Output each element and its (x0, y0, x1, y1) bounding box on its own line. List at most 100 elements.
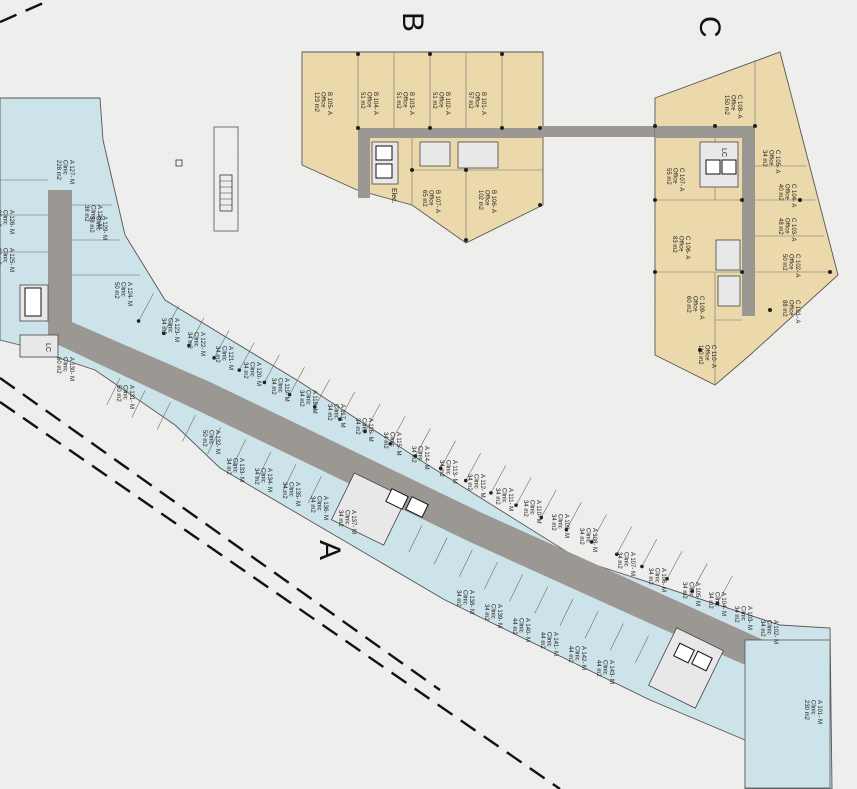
unit-label-line: A 134- M (266, 468, 272, 492)
unit-label: A 135- MClinic34 m2 (281, 482, 300, 506)
unit-label-line: A 135- M (294, 482, 300, 506)
unit-label-line: 34 m2 (761, 150, 767, 167)
unit-label: A 114- MClinic34 m2 (410, 446, 429, 470)
unit-label-line: 102 m2 (477, 190, 483, 211)
unit-label-line: 34 m2 (681, 582, 687, 599)
unit-divider (641, 538, 658, 567)
unit-label-line: Office (678, 236, 684, 252)
unit-label: C 107- AOffice55 m2 (665, 168, 684, 191)
unit-label: A 101- MClinic230 m2 (803, 700, 822, 724)
a-corridor (48, 190, 790, 680)
unit-label-line: A 109- M (563, 514, 569, 538)
unit-divider (163, 305, 179, 334)
unit-label: A 136- MClinic34 m2 (309, 496, 328, 520)
unit-label-line: Clinic (766, 620, 772, 635)
unit-label-line: Clinic (90, 205, 96, 220)
unit-label-line: B 107- A (434, 190, 440, 213)
unit-divider (232, 439, 247, 467)
unit-label-line: 150 m2 (723, 95, 729, 116)
unit-label: A 139- MClinic34 m2 (483, 604, 502, 628)
unit-label-line: Clinic (518, 618, 524, 633)
unit-label-line: Clinic (62, 357, 68, 372)
unit-label-line: 123 m2 (313, 92, 319, 113)
unit-label-line: 34 m2 (253, 468, 259, 485)
unit-label: A 113- MClinic34 m2 (438, 460, 457, 484)
unit-divider (239, 342, 255, 371)
unit-label-line: Office (320, 92, 326, 108)
unit-label: A 115- MClinic34 m2 (382, 432, 401, 456)
unit-label-line: Clinic (714, 592, 720, 607)
unit-divider (509, 574, 523, 602)
unit-divider (138, 293, 154, 322)
unit-label: A 120- MClinic34 m2 (242, 362, 261, 386)
unit-labels: A 127- MClinic228 m2A 126- MClinic38 m2A… (0, 92, 822, 724)
block-label-c: C (693, 16, 726, 38)
unit-label-line: 38 m2 (0, 248, 1, 265)
unit-label: C 108- AOffice150 m2 (723, 95, 742, 118)
unit-label-line: A 120- M (255, 362, 261, 386)
unit-label-line: Clinic (389, 432, 395, 447)
unit-label-line: Clinic (95, 216, 101, 231)
unit-label-line: Office (672, 168, 678, 184)
unit-label: B 102- AOffice51 m2 (431, 92, 450, 115)
unit-label-line: A 115- M (395, 432, 401, 456)
unit-label-line: 44 m2 (595, 660, 601, 677)
unit-label: A 104- MClinic34 m2 (707, 592, 726, 616)
unit-label-line: 55 m2 (665, 168, 671, 185)
unit-label-line: Office (784, 184, 790, 200)
block-a: LC (0, 97, 833, 789)
unit-label-line: B 104- A (372, 92, 378, 115)
link-corridor-bc (543, 126, 663, 137)
unit-label-line: 34 m2 (160, 318, 166, 335)
unit-label: A 108- MClinic34 m2 (578, 528, 597, 552)
unit-label: A 111- MClinic34 m2 (494, 488, 513, 511)
unit-label: A 112- MClinic34 m2 (466, 474, 485, 498)
unit-label-line: B 105- A (326, 92, 332, 115)
unit-label-line: Clinic (490, 604, 496, 619)
unit-label: A 105- MClinic34 m2 (681, 582, 700, 606)
unit-label-line: Clinic (344, 510, 350, 525)
unit-label-line: C 102- A (794, 254, 800, 277)
unit-label-line: 34 m2 (438, 460, 444, 477)
unit-label-line: Office (484, 190, 490, 206)
unit-divider (609, 623, 624, 651)
unit-label-line: 48 m2 (777, 218, 783, 235)
unit-label: A 141- MClinic44 m2 (539, 632, 558, 656)
unit-label-line: A 126- M (8, 210, 14, 234)
unit-label-line: 228 m2 (55, 160, 61, 181)
unit-label-line: 34 m2 (281, 482, 287, 499)
unit-label-line: A 128- M (96, 205, 102, 229)
unit-label: B 105- AOffice123 m2 (313, 92, 332, 115)
unit-divider (257, 451, 272, 479)
unit-label-line: Clinic (740, 606, 746, 621)
unit-label-line: 51 m2 (431, 92, 437, 109)
unit-label-line: 34 m2 (759, 620, 765, 637)
unit-label-line: Clinic (260, 468, 266, 483)
column-dot (463, 478, 468, 483)
unit-label: A 107- MClinic34 m2 (616, 552, 635, 576)
unit-label-line: 65 m2 (421, 190, 427, 207)
column-dot (715, 601, 720, 606)
column-dot (262, 380, 267, 385)
block-b: Elec. (301, 51, 544, 244)
unit-label-line: 38 m2 (0, 210, 1, 227)
unit-label-line: A 136- M (322, 496, 328, 520)
unit-label-line: Office (768, 150, 774, 166)
unit-label: C 106- AOffice83 m2 (671, 236, 690, 259)
unit-label-line: 34 m2 (354, 418, 360, 435)
b-elec-label: Elec. (390, 188, 397, 204)
unit-label-line: A 107- M (629, 552, 635, 576)
unit-label: C 109- AOffice60 m2 (685, 296, 704, 319)
unit-divider (440, 440, 456, 469)
unit-label-line: Clinic (501, 488, 507, 503)
unit-label-line: Clinic (120, 282, 126, 297)
unit-label-line: Clinic (232, 458, 238, 473)
column-dot (564, 527, 569, 532)
unit-label-line: A 104- M (720, 592, 726, 616)
unit-label-line: Clinic (2, 210, 8, 225)
unit-divider (408, 525, 423, 553)
unit-label: A 126- MClinic38 m2 (0, 210, 14, 234)
unit-divider (559, 598, 574, 627)
unit-label-line: Office (788, 254, 794, 270)
